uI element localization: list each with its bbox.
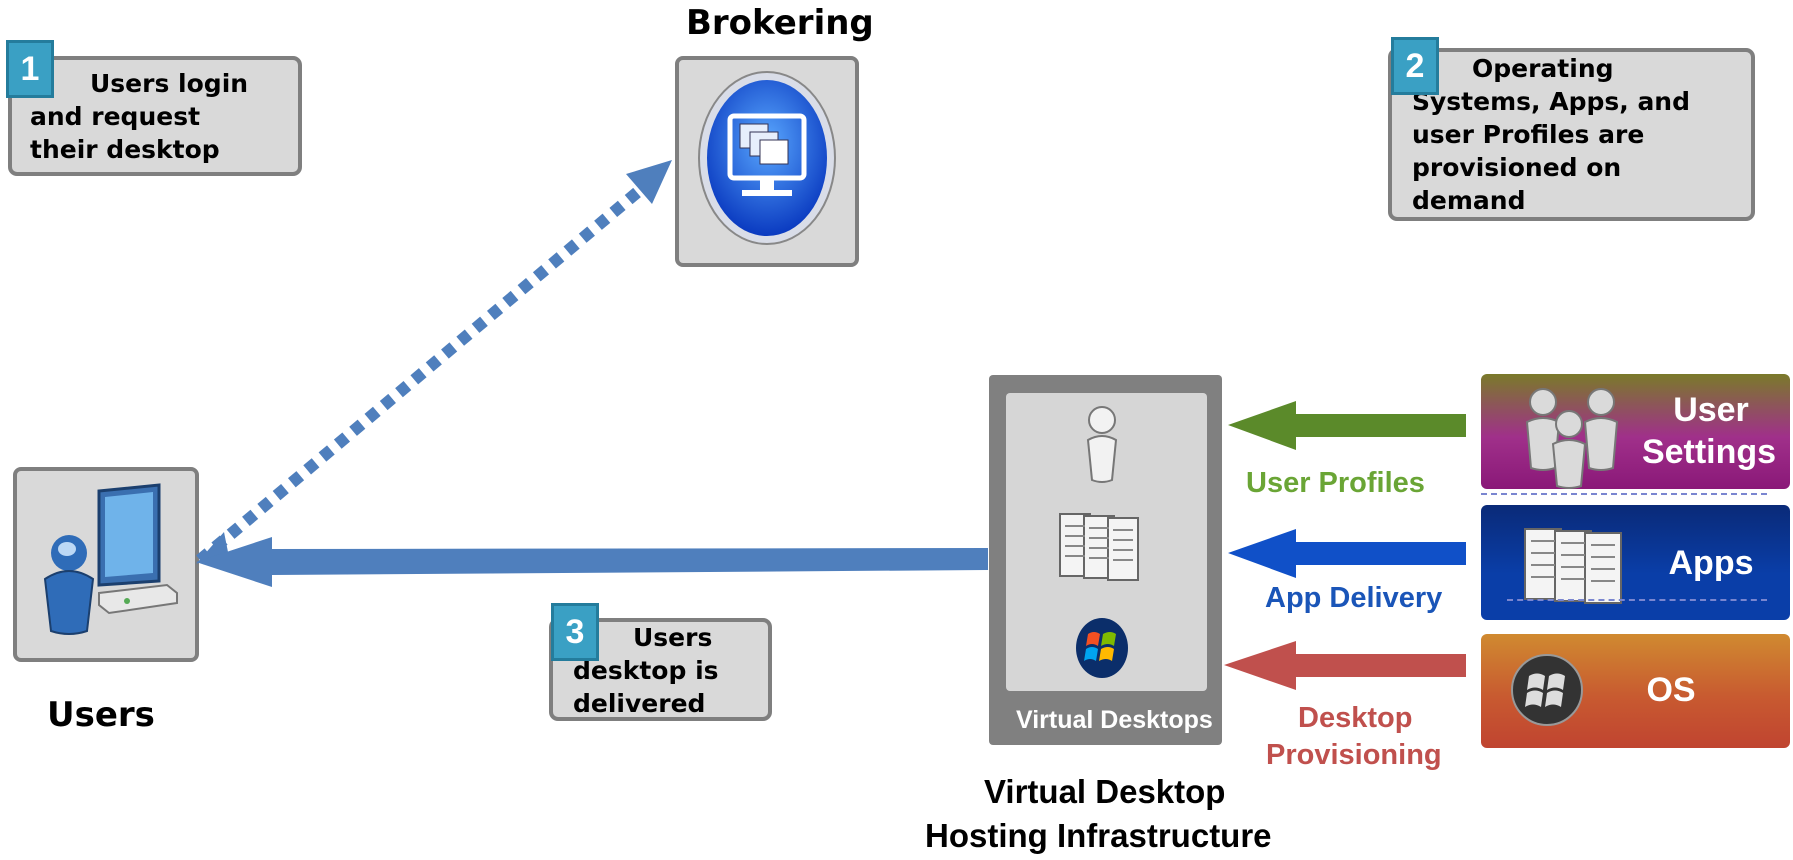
apps-label: Apps: [1668, 544, 1754, 582]
vdhi-title-line1: Virtual Desktop: [984, 773, 1226, 810]
user-profiles-label: User Profiles: [1246, 467, 1425, 499]
step-2-badge: 2: [1391, 37, 1439, 95]
person-icon: [1086, 406, 1118, 483]
desktop-provisioning-label-2: Provisioning: [1266, 739, 1442, 771]
user-settings-label-1: User: [1673, 391, 1749, 429]
documents-icon: [1059, 513, 1139, 581]
step-1-text: Users login and request their desktop: [30, 69, 249, 164]
virtual-desktops-label: Virtual Desktops: [1016, 706, 1213, 734]
separator-1: [1481, 493, 1767, 495]
app-delivery-label: App Delivery: [1265, 582, 1443, 614]
apps-bar: Apps: [1481, 505, 1790, 620]
os-label: OS: [1646, 671, 1696, 709]
user-settings-bar: User Settings: [1481, 374, 1790, 489]
users-group-icon: [1525, 388, 1619, 489]
users-box: [13, 467, 199, 662]
windows-logo-icon: [1076, 618, 1128, 678]
os-windows-logo-icon: [1511, 654, 1583, 726]
brokering-title: Brokering: [686, 3, 874, 43]
step-1-note: [8, 56, 302, 176]
users-title: Users: [47, 695, 155, 735]
desktop-provisioning-label-1: Desktop: [1298, 702, 1413, 734]
step-3-badge: 3: [551, 603, 599, 661]
step-1-badge: 1: [6, 40, 54, 98]
os-bar: OS: [1481, 634, 1790, 748]
brokering-monitor-icon: [698, 71, 836, 245]
step-2-note: [1388, 48, 1755, 221]
vdhi-title-line2: Hosting Infrastructure: [925, 817, 1272, 854]
apps-documents-icon: [1524, 528, 1622, 604]
brokering-box: [675, 56, 859, 267]
user-settings-label-2: Settings: [1641, 433, 1777, 471]
step-3-text: Users desktop is delivered: [573, 623, 719, 718]
computer-user-icon: [43, 483, 178, 635]
step-2-text: Operating Systems, Apps, and user Profil…: [1412, 54, 1691, 215]
separator-2: [1507, 599, 1767, 601]
